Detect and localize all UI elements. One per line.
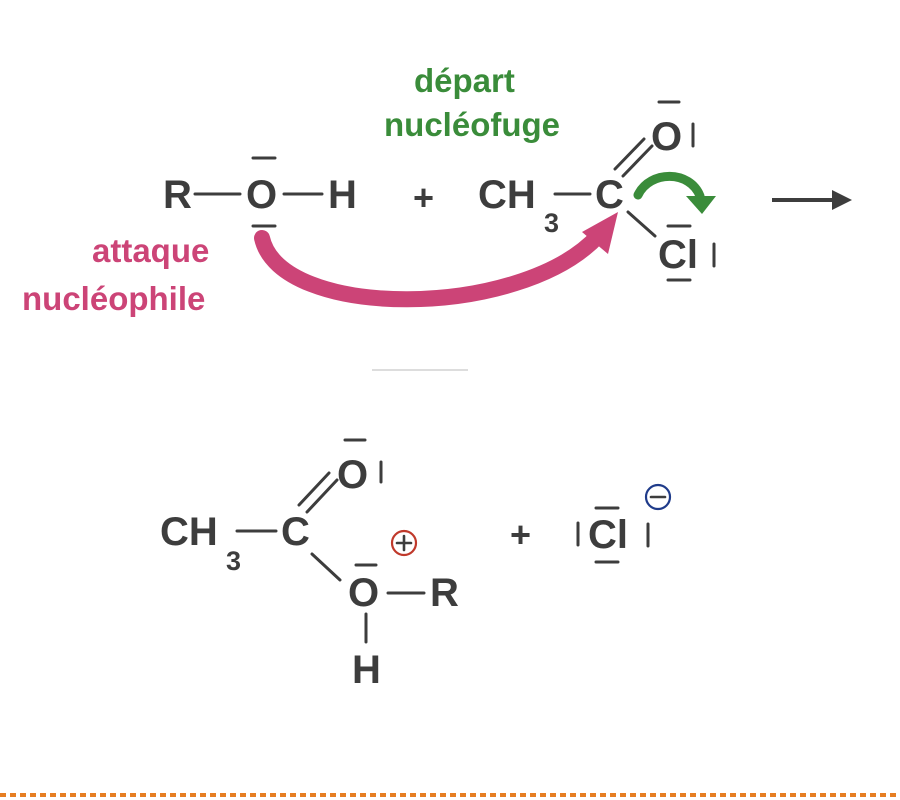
leaving-label-line1: départ <box>414 62 515 99</box>
acyl-cl: Cl <box>658 233 698 277</box>
leaving-arrow-head <box>686 196 716 214</box>
acyl-chloride-molecule: CH 3 C O Cl <box>478 100 716 282</box>
reaction-arrow-head <box>832 190 852 210</box>
tetrahedral-intermediate: CH 3 C O O R H <box>160 438 459 692</box>
bond-c-o-bottom-1 <box>305 478 339 514</box>
plus-sign-top: + <box>413 177 434 218</box>
attack-arrow <box>254 228 606 308</box>
bond-c-o-bottom-2 <box>297 471 331 507</box>
plus-sign-bottom: + <box>510 514 531 555</box>
attack-label-line1: attaque <box>92 232 209 269</box>
chloride-cl: Cl <box>588 513 628 557</box>
leaving-label-line2: nucléofuge <box>384 106 560 143</box>
inter-h: H <box>352 648 381 692</box>
bond-c-o-2 <box>613 137 646 171</box>
acyl-ch-subscript: 3 <box>544 208 559 238</box>
acyl-o: O <box>651 115 682 159</box>
attack-label-line2: nucléophile <box>22 280 205 317</box>
attack-arrow-head <box>582 212 618 254</box>
leaving-arrow <box>633 171 705 201</box>
chloride-ion: Cl <box>576 483 672 564</box>
bond-c-o-ester <box>310 552 342 582</box>
alcohol-r: R <box>163 173 192 217</box>
inter-o-ester: O <box>348 571 379 615</box>
inter-ch-subscript: 3 <box>226 546 241 576</box>
alcohol-molecule: R O H <box>163 156 357 228</box>
bond-c-o-1 <box>621 144 654 178</box>
inter-o-carbonyl: O <box>337 453 368 497</box>
inter-r: R <box>430 571 459 615</box>
acyl-ch: CH <box>478 173 536 217</box>
alcohol-o: O <box>246 173 277 217</box>
bond-c-cl <box>626 210 657 238</box>
inter-c: C <box>281 510 310 554</box>
inter-ch: CH <box>160 510 218 554</box>
alcohol-h: H <box>328 173 357 217</box>
acyl-c: C <box>595 173 624 217</box>
